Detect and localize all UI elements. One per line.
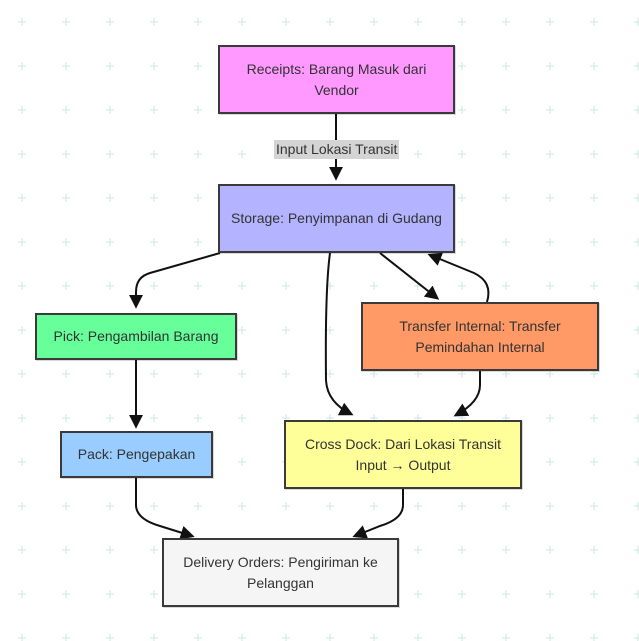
node-transfer-internal-label: Transfer Internal: Transfer Pemindahan I… <box>399 317 561 355</box>
node-pack-label: Pack: Pengepakan <box>77 446 196 462</box>
node-cross-dock-label: Cross Dock: Dari Lokasi Transit Input → … <box>304 435 502 473</box>
node-delivery-orders[interactable]: Delivery Orders: Pengiriman ke Pelanggan <box>162 538 399 607</box>
node-pack[interactable]: Pack: Pengepakan <box>60 431 213 478</box>
node-transfer-internal[interactable]: Transfer Internal: Transfer Pemindahan I… <box>361 302 599 371</box>
edge-label-input-lokasi-transit: Input Lokasi Transit <box>274 140 400 159</box>
node-receipts[interactable]: Receipts: Barang Masuk dari Vendor <box>218 45 455 114</box>
edge-transfer-crossdock <box>453 371 481 417</box>
edge-transfer-storage <box>427 252 490 303</box>
edge-storage-crossdock <box>324 252 354 416</box>
edge-storage-pick <box>129 252 221 309</box>
node-pick-label: Pick: Pengambilan Barang <box>53 328 219 344</box>
edge-pack-delivery <box>135 478 195 540</box>
node-storage-label: Storage: Penyimpanan di Gudang <box>231 210 442 226</box>
node-delivery-orders-label: Delivery Orders: Pengiriman ke Pelanggan <box>183 553 378 591</box>
node-storage[interactable]: Storage: Penyimpanan di Gudang <box>218 184 455 253</box>
node-pick[interactable]: Pick: Pengambilan Barang <box>35 313 237 360</box>
edge-crossdock-delivery <box>352 488 404 539</box>
edge-storage-transfer <box>379 252 440 300</box>
node-cross-dock[interactable]: Cross Dock: Dari Lokasi Transit Input → … <box>284 420 522 489</box>
node-receipts-label: Receipts: Barang Masuk dari Vendor <box>246 60 427 98</box>
